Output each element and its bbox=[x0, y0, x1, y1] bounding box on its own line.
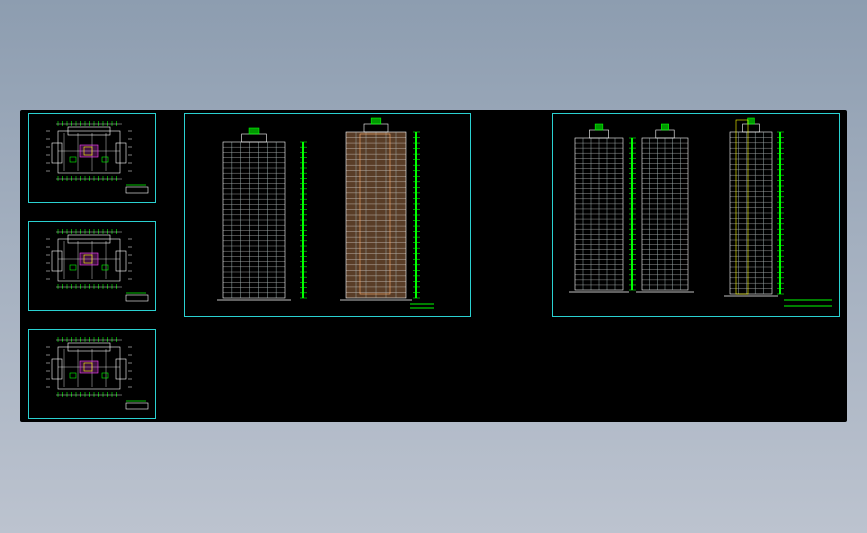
floor-plan-sheet-2[interactable] bbox=[28, 221, 156, 311]
cad-drawing[interactable] bbox=[20, 110, 847, 422]
floor-plan-drawing bbox=[46, 337, 149, 410]
floor-plan-sheet-3[interactable] bbox=[28, 329, 156, 419]
elevation-sheet-a[interactable] bbox=[184, 113, 471, 317]
elevation-drawings bbox=[217, 117, 434, 309]
elevation-sheet-b[interactable] bbox=[552, 113, 840, 317]
floor-plan-drawing bbox=[46, 121, 149, 194]
floor-plan-drawing bbox=[46, 229, 149, 302]
elevation-drawings bbox=[569, 117, 832, 307]
cad-model-space[interactable] bbox=[20, 110, 847, 422]
floor-plan-sheet-1[interactable] bbox=[28, 113, 156, 203]
